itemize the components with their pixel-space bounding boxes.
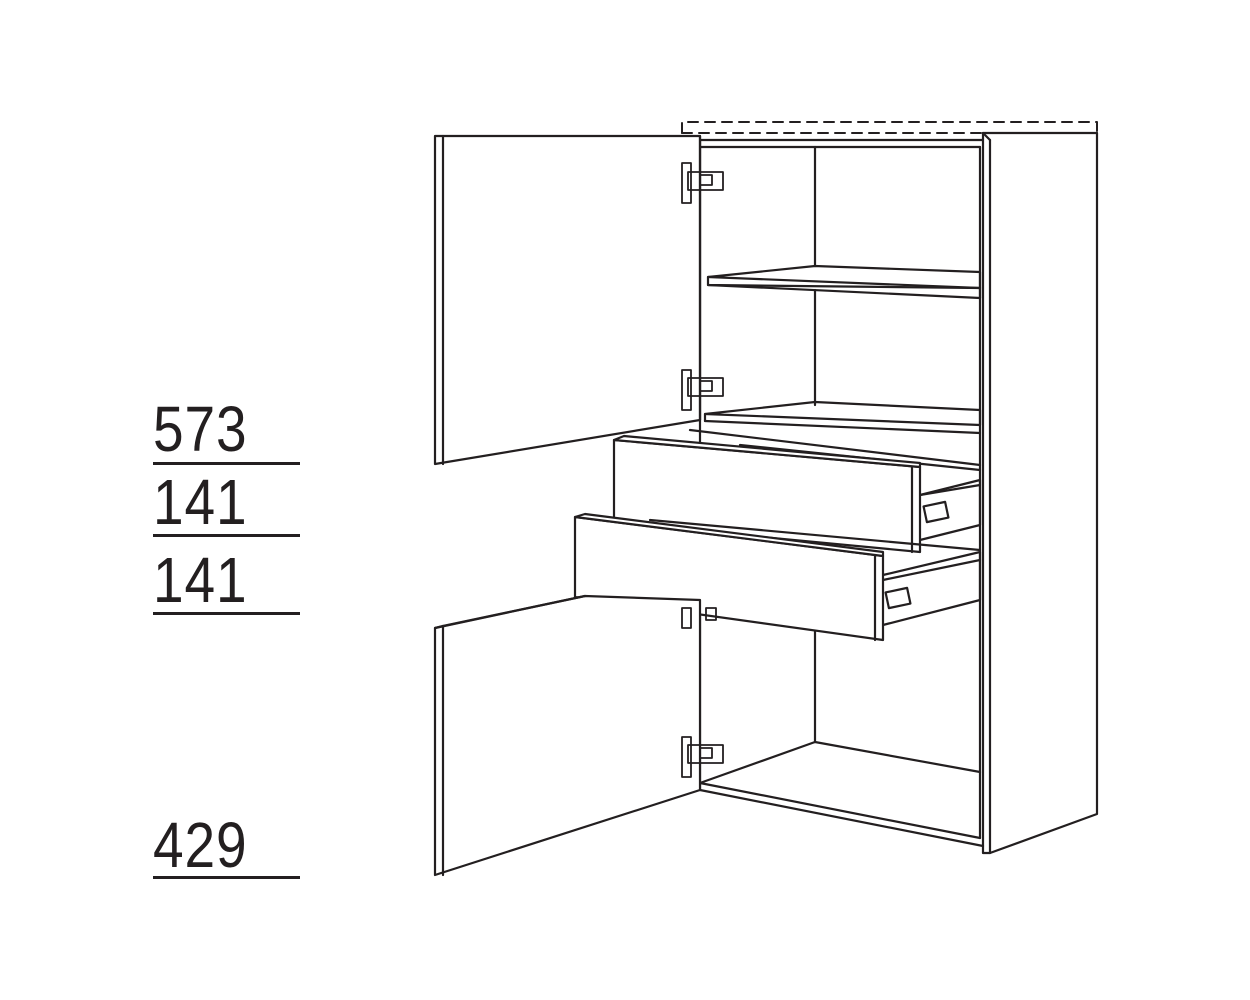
- hinge-lower-1-icon: [681, 607, 717, 629]
- drawer-lower: [573, 512, 982, 642]
- dimension-label-upper-door: 573: [153, 393, 248, 465]
- hinge-upper-2-icon: [681, 369, 724, 411]
- dimension-rule-lower-door: [153, 876, 300, 879]
- hinge-lower-2-icon: [681, 736, 724, 778]
- dimension-label-lower-door: 429: [153, 809, 248, 881]
- shelf-middle: [703, 400, 982, 435]
- cabinet-side-panel: [981, 131, 1099, 855]
- lower-door: [433, 594, 702, 877]
- dimension-rule-upper-door: [153, 462, 300, 465]
- dimension-rule-drawer-2: [153, 612, 300, 615]
- top-panel-dashed: [681, 121, 1098, 134]
- shelf-upper: [706, 264, 982, 300]
- hinge-upper-1-icon: [681, 162, 724, 204]
- dimension-label-drawer-1: 141: [153, 466, 248, 538]
- upper-door: [433, 134, 702, 466]
- dimension-rule-drawer-1: [153, 534, 300, 537]
- dimension-label-drawer-2: 141: [153, 544, 248, 616]
